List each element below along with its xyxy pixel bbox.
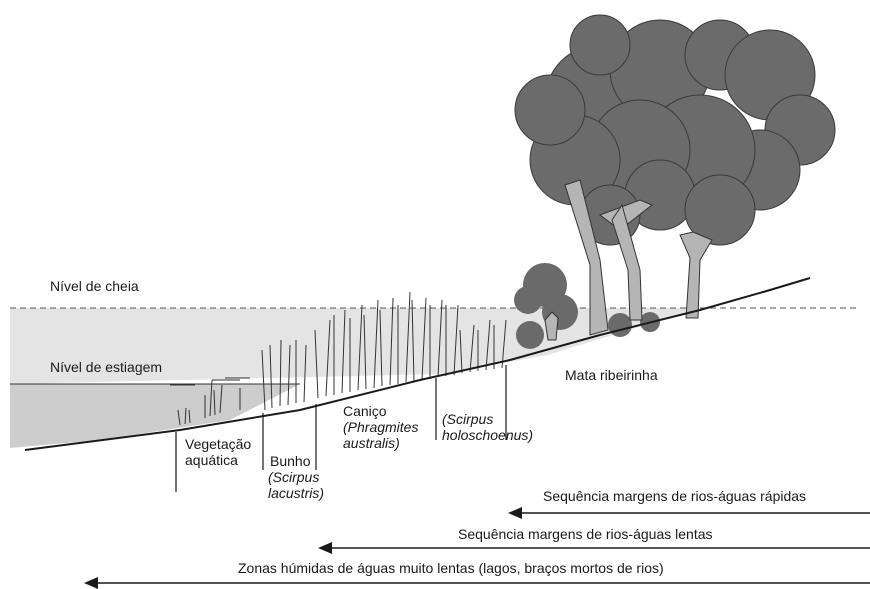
tree-canopy	[515, 15, 835, 245]
sequence-fast-label: Sequência margens de rios-águas rápidas	[543, 489, 806, 504]
arrow-fast-head	[508, 507, 522, 519]
forest-label: Mata ribeirinha	[565, 368, 658, 383]
reed-name: Caniço	[343, 404, 387, 419]
flood-level-label: Nível de cheia	[50, 279, 139, 294]
low-level-label: Nível de estiagem	[50, 360, 162, 375]
arrow-very-slow-head	[84, 577, 98, 589]
bulrush-sci-2: lacustris)	[268, 486, 324, 501]
reed-sci-1: (Phragmites	[343, 420, 418, 435]
aquatic-label-1: Vegetação	[185, 437, 251, 452]
reed-sci-2: australis)	[343, 436, 400, 451]
sequence-arrows	[84, 507, 870, 589]
bulrush-sci-1: (Scirpus	[268, 470, 319, 485]
scirpus-sci-2: holoschoenus)	[442, 428, 533, 443]
bulrush-name: Bunho	[270, 454, 310, 469]
sequence-slow-label: Sequência margens de rios-águas lentas	[458, 527, 713, 542]
sequence-very-slow-label: Zonas húmidas de águas muito lentas (lag…	[238, 561, 664, 576]
arrow-slow-head	[318, 542, 332, 554]
low-water-zone	[10, 384, 300, 448]
aquatic-label-2: aquática	[185, 453, 238, 468]
scirpus-sci-1: (Scirpus	[442, 412, 493, 427]
